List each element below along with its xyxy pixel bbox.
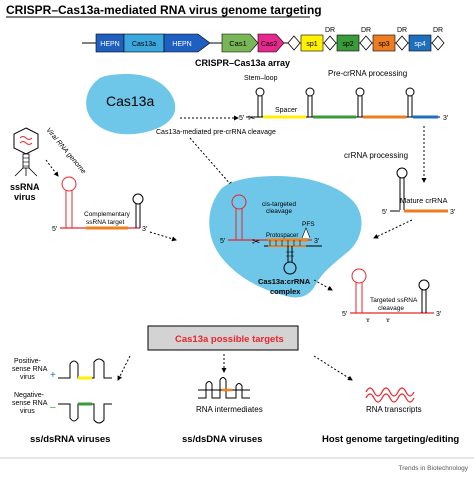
scissors-icon: ✂ xyxy=(252,237,260,248)
possible-targets-box xyxy=(147,325,299,351)
footer-credit: Trends in Biotechnology xyxy=(399,465,469,472)
array-caption: CRISPR–Cas13a array xyxy=(195,58,290,68)
dr-repeat-2 xyxy=(323,35,337,51)
spacer-sp3 xyxy=(372,34,396,52)
svg-text:Cas13a: Cas13a xyxy=(132,41,156,48)
svg-text:3′: 3′ xyxy=(436,311,442,318)
svg-text:sp4: sp4 xyxy=(414,41,425,48)
svg-text:HEPN: HEPN xyxy=(172,41,191,48)
pfs-label: PFS xyxy=(302,221,315,228)
svg-text:5′: 5′ xyxy=(382,209,388,216)
svg-text:3′: 3′ xyxy=(142,226,148,233)
mature-crrna: 5′ 3′ Mature crRNA xyxy=(382,167,456,216)
svg-text:ssRNA: ssRNA xyxy=(10,182,40,192)
cas13a-protein xyxy=(86,74,176,135)
spacer-sp1 xyxy=(300,34,324,52)
ssrna-target: 5′ 3′ Complementary ssRNA target xyxy=(52,176,148,233)
cas13a-crrna-complex xyxy=(209,176,362,298)
complex-rna: 5′ 3′ ✂ xyxy=(220,194,322,275)
spacer-sp4 xyxy=(408,34,432,52)
svg-text:ɤ: ɤ xyxy=(366,318,370,324)
spacer-sp2 xyxy=(336,34,360,52)
cas13a-protein-label: Cas13a xyxy=(106,93,154,109)
crrna-processing-label: crRNA processing xyxy=(344,151,408,160)
svg-text:sp2: sp2 xyxy=(342,41,353,48)
ss-ds-dna-viruses-label: ss/dsDNA viruses xyxy=(182,434,262,445)
svg-text:–: – xyxy=(50,402,56,413)
positive-sense-rna xyxy=(58,358,112,379)
hepn-domain-2 xyxy=(163,33,211,53)
svg-text:3′: 3′ xyxy=(314,238,320,245)
svg-text:3′: 3′ xyxy=(450,209,456,216)
ssrna-virus-icon xyxy=(13,127,39,177)
svg-text:5′: 5′ xyxy=(239,115,245,122)
svg-text:complex: complex xyxy=(270,287,301,296)
svg-text:Cas13a:crRNA: Cas13a:crRNA xyxy=(258,277,311,286)
cas1-gene xyxy=(221,33,259,53)
spacer-label: Spacer xyxy=(275,107,298,114)
svg-text:DR: DR xyxy=(325,27,335,34)
svg-text:5′: 5′ xyxy=(220,238,226,245)
svg-text:ɤ: ɤ xyxy=(386,318,390,324)
scissors-icon: ✂ xyxy=(248,113,256,123)
svg-text:Complementary: Complementary xyxy=(84,211,131,218)
svg-text:RNA transcripts: RNA transcripts xyxy=(366,405,422,414)
svg-text:sp3: sp3 xyxy=(378,41,389,48)
dr-repeat-5 xyxy=(431,35,445,51)
svg-text:RNA intermediates: RNA intermediates xyxy=(196,405,263,414)
pre-crrna-title: Pre-crRNA processing xyxy=(328,69,407,78)
rna-intermediates-icon xyxy=(198,377,250,399)
mature-crrna-label: Mature crRNA xyxy=(400,196,448,205)
svg-text:virus: virus xyxy=(20,374,35,381)
svg-text:DR: DR xyxy=(433,27,443,34)
svg-text:sp1: sp1 xyxy=(306,41,317,48)
svg-text:Positive-: Positive- xyxy=(14,358,42,365)
cas2-gene xyxy=(257,33,285,53)
ss-ds-rna-viruses-label: ss/dsRNA viruses xyxy=(30,434,110,445)
svg-text:5′: 5′ xyxy=(52,226,58,233)
svg-text:5′: 5′ xyxy=(342,311,348,318)
svg-text:Negative-: Negative- xyxy=(14,392,45,399)
viral-rna-genome-label: Viral RNA genome xyxy=(44,127,86,176)
protospacer-label: Protospacer xyxy=(266,233,298,239)
rna-transcripts-icon xyxy=(365,387,415,397)
stem-loop-label: Stem–loop xyxy=(244,75,278,82)
dr-repeat-4 xyxy=(395,35,409,51)
svg-text:cleavage: cleavage xyxy=(266,208,292,215)
svg-text:HEPN: HEPN xyxy=(100,41,119,48)
svg-text:ssRNA target: ssRNA target xyxy=(86,219,124,226)
pre-crrna-cleavage-caption: Cas13a-mediated pre-crRNA cleavage xyxy=(156,129,276,136)
dr-repeat-3 xyxy=(359,35,373,51)
svg-text:virus: virus xyxy=(14,192,36,202)
svg-text:Cas1: Cas1 xyxy=(229,39,247,48)
svg-text:Cas2: Cas2 xyxy=(261,41,277,48)
svg-text:+: + xyxy=(50,370,56,381)
pre-crrna: Pre-crRNA processing Stem–loop 5′ 3′ Spa… xyxy=(239,69,449,123)
crispr-array: HEPN Cas13a HEPN Cas1 Cas2 sp1 sp2 sp3 s… xyxy=(82,27,445,68)
svg-text:DR: DR xyxy=(397,27,407,34)
negative-sense-rna xyxy=(58,403,112,424)
svg-text:sense RNA: sense RNA xyxy=(12,366,48,373)
svg-text:cis-targeted: cis-targeted xyxy=(262,201,296,208)
cleaved-target: 5′ 3′ ɤ ɤ Targeted ssRNA cleavage xyxy=(342,268,442,324)
svg-text:3′: 3′ xyxy=(443,115,449,122)
svg-text:Targeted ssRNA: Targeted ssRNA xyxy=(370,297,418,304)
svg-text:cleavage: cleavage xyxy=(378,305,404,312)
svg-text:sense RNA: sense RNA xyxy=(12,400,48,407)
possible-targets-label: Cas13a possible targets xyxy=(175,334,284,345)
svg-text:DR: DR xyxy=(361,27,371,34)
figure-title: CRISPR–Cas13a-mediated RNA virus genome … xyxy=(6,3,322,17)
dr-repeat-1 xyxy=(287,35,301,51)
svg-text:virus: virus xyxy=(20,408,35,415)
host-genome-label: Host genome targeting/editing xyxy=(322,434,459,445)
